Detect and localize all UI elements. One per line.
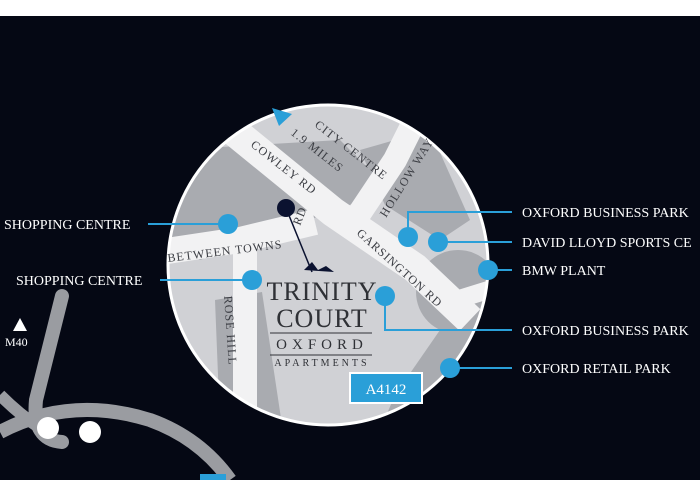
m40-marker: M40 [5, 318, 28, 349]
junction-marker [37, 417, 59, 439]
legend-left-label: SHOPPING CENTRE [4, 218, 130, 233]
road-between-towns [168, 209, 319, 265]
skyline-icon [304, 262, 334, 272]
north-arrow-icon [13, 318, 27, 331]
legend-left-label: SHOPPING CENTRE [16, 274, 142, 289]
route-badge-edge [200, 474, 226, 480]
right-connectors [384, 211, 512, 369]
marker-david-lloyd [428, 232, 448, 252]
logo-line1: TRINITY [267, 277, 378, 306]
trinity-court-logo: TRINITY COURT OXFORD APARTMENTS [267, 277, 378, 369]
logo-line3: OXFORD [276, 337, 368, 353]
motorway-label: M40 [5, 335, 28, 349]
map-canvas: M40 COWLEY RD BETWEEN TOWNS RD GARSINGTO… [0, 103, 692, 480]
marker-shopping-centre-1 [218, 214, 238, 234]
marker-oxford-business-park-2 [375, 286, 395, 306]
city-centre-arrow-icon [272, 108, 292, 126]
legend-right-label: DAVID LLOYD SPORTS CE [522, 236, 692, 251]
junction-marker [79, 421, 101, 443]
property-pin [277, 199, 334, 273]
logo-line2: COURT [276, 304, 368, 333]
legend-labels: SHOPPING CENTRE SHOPPING CENTRE OXFORD B… [4, 206, 692, 377]
block [168, 140, 390, 260]
location-pin-icon [277, 199, 295, 217]
legend-right-label: OXFORD RETAIL PARK [522, 362, 671, 377]
road-label-rose-hill: ROSE HILL [221, 295, 240, 366]
marker-shopping-centre-2 [242, 270, 262, 290]
a4142-badge: A4142 [349, 372, 423, 404]
left-connectors [148, 223, 252, 281]
outer-route [0, 289, 236, 480]
marker-oxford-retail-park [440, 358, 460, 378]
logo-line4: APARTMENTS [274, 358, 369, 369]
location-map: M40 COWLEY RD BETWEEN TOWNS RD GARSINGTO… [0, 16, 700, 480]
legend-right-label: OXFORD BUSINESS PARK [522, 206, 689, 221]
legend-right-label: BMW PLANT [522, 264, 606, 279]
road-cowley-garsington [220, 116, 481, 331]
road-badge-label: A4142 [366, 382, 407, 398]
road-east [437, 271, 488, 314]
marker-bmw-plant [478, 260, 498, 280]
road-label-between-towns-rd: RD [290, 205, 310, 228]
marker-oxford-business-park-1 [398, 227, 418, 247]
location-markers [218, 214, 498, 378]
map-disc [166, 103, 490, 427]
legend-right-label: OXFORD BUSINESS PARK [522, 324, 689, 339]
